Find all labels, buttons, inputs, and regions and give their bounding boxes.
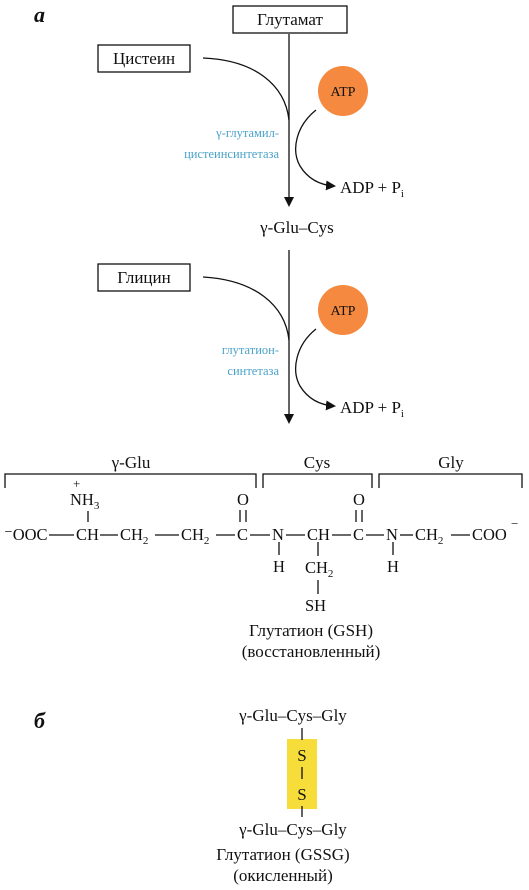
gssg-bottom-chain: γ-Glu–Cys–Gly — [238, 820, 347, 839]
gssg-name-line2: (окисленный) — [233, 866, 332, 885]
step1-byproduct-arrow — [295, 109, 336, 191]
step2-atp-label: ATP — [331, 304, 356, 319]
step1-enzyme-line1: γ-глутамил- — [215, 126, 279, 140]
atom-o-1: O — [237, 490, 249, 509]
atom-o-2: O — [353, 490, 365, 509]
segment-brackets: γ-Glu Cys Gly — [4, 453, 523, 488]
atom-ch2-gly: CH2 — [415, 525, 443, 547]
gsh-name-line2: (восстановленный) — [242, 642, 381, 661]
atom-n-1: N — [272, 525, 284, 544]
atom-c-carbonyl-1: C — [237, 525, 248, 544]
step2-enzyme-line2: синтетаза — [227, 364, 279, 378]
disulfide-s1: S — [297, 746, 306, 765]
atom-ch-alpha: CH — [76, 525, 99, 544]
atom-sh: SH — [305, 596, 326, 615]
atom-ch-cys: CH — [307, 525, 330, 544]
atom-ch2-gamma: CH2 — [181, 525, 209, 547]
step2-byproduct: ADP + Pi — [340, 398, 404, 420]
gly-bracket — [378, 473, 523, 488]
atom-carboxylate-left: ⁻OOC — [4, 525, 48, 544]
panel-label-b: б — [34, 708, 46, 733]
glutamate-label: Глутамат — [257, 10, 323, 29]
step2-byproduct-arrow — [295, 328, 336, 411]
step1-byproduct: ADP + Pi — [340, 178, 404, 200]
gssg-structure: γ-Glu–Cys–Gly S S γ-Glu–Cys–Gly — [238, 706, 347, 839]
step1-product: γ-Glu–Cys — [259, 218, 334, 237]
gssg-name-line1: Глутатион (GSSG) — [216, 845, 349, 864]
step2-atp-circle — [318, 285, 368, 335]
glu-bracket — [4, 473, 257, 488]
step1-atp-label: ATP — [331, 85, 356, 100]
step2-substrate-arc — [202, 276, 290, 341]
glutamate-box: Глутамат — [232, 5, 348, 34]
atom-nh3: NH3 — [70, 490, 100, 512]
panel-label-a: а — [34, 2, 45, 27]
step1-enzyme-line2: цистеинсинтетаза — [184, 147, 279, 161]
step1-atp-circle — [318, 66, 368, 116]
step2-enzyme-line1: глутатион- — [222, 343, 279, 357]
gly-segment-label: Gly — [438, 453, 464, 472]
atom-h-2: H — [387, 557, 399, 576]
atom-c-carbonyl-2: C — [353, 525, 364, 544]
glu-segment-label: γ-Glu — [111, 453, 151, 472]
atom-ch2-beta: CH2 — [120, 525, 148, 547]
gsh-structure: ⁻OOC CH CH2 CH2 C N CH C N CH2 COO − NH3… — [4, 476, 518, 615]
atom-h-1: H — [273, 557, 285, 576]
charge-plus: + — [73, 476, 80, 491]
cysteine-box: Цистеин — [97, 44, 191, 73]
cys-segment-label: Cys — [304, 453, 330, 472]
glycine-label: Глицин — [117, 268, 170, 287]
charge-minus-right: − — [511, 516, 518, 531]
disulfide-s2: S — [297, 785, 306, 804]
atom-coo-right: COO — [472, 525, 507, 544]
gssg-top-chain: γ-Glu–Cys–Gly — [238, 706, 347, 725]
atom-ch2-side: CH2 — [305, 558, 333, 580]
cys-bracket — [262, 473, 373, 488]
cysteine-label: Цистеин — [113, 49, 175, 68]
step1-substrate-arc — [202, 57, 290, 121]
gsh-name-line1: Глутатион (GSH) — [249, 621, 373, 640]
atom-n-2: N — [386, 525, 398, 544]
glycine-box: Глицин — [97, 263, 191, 292]
